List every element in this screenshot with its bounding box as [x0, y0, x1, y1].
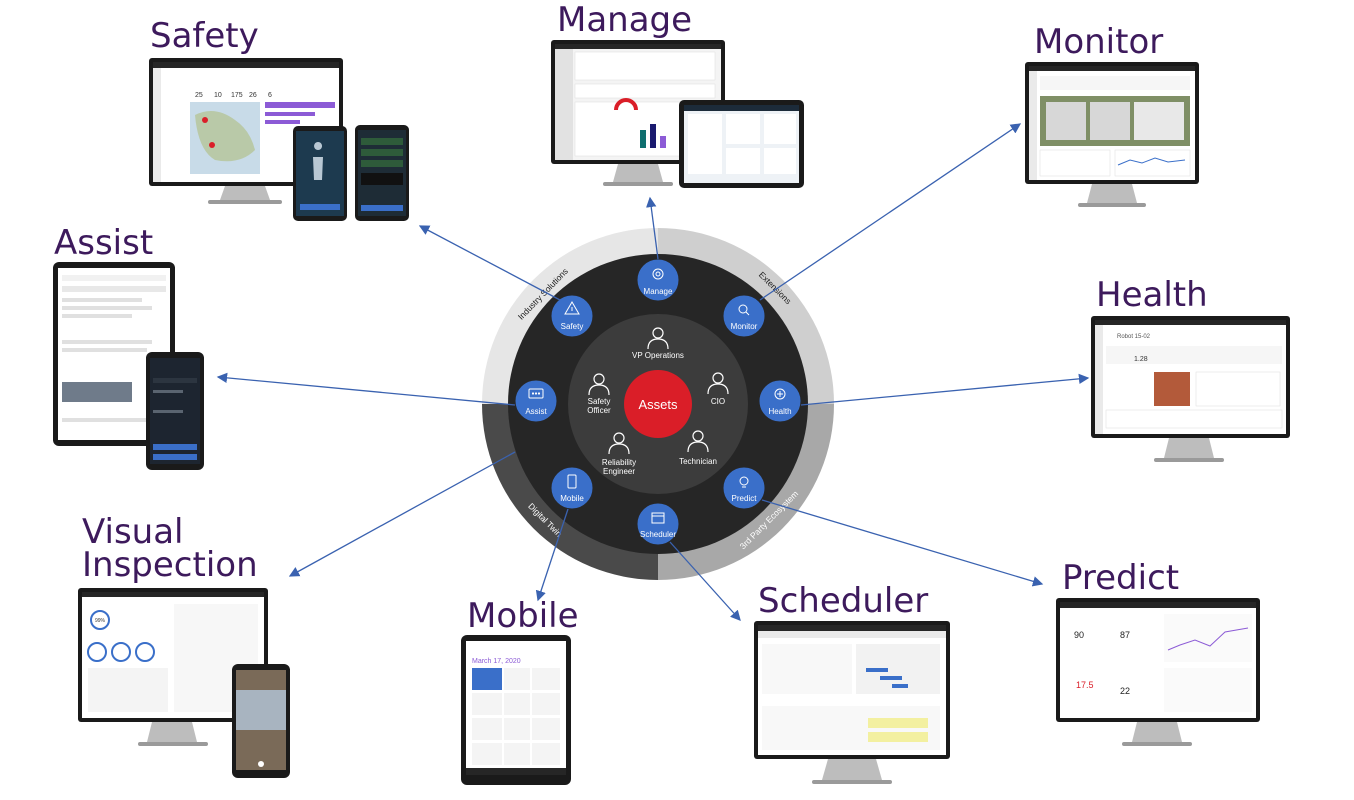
safety-devices: 25 10 175 26 6: [149, 58, 409, 221]
node-label-monitor: Monitor: [731, 322, 758, 331]
tablet-device: March 17, 2020: [461, 635, 571, 785]
person-icon: [707, 372, 729, 395]
arrow-to-monitor: [759, 123, 1022, 301]
monitor-devices: [1025, 62, 1199, 207]
role-label-technician: Technician: [679, 457, 717, 466]
shutter-icon: [258, 761, 264, 767]
role-cio: CIO: [707, 372, 729, 406]
title-mobile: Mobile: [467, 596, 579, 636]
person-icon: [608, 432, 630, 455]
vi-percent: 99%: [95, 618, 106, 624]
node-monitor[interactable]: Monitor: [722, 294, 766, 338]
assets-center[interactable]: [624, 370, 692, 438]
safety-stat-4: 26: [249, 92, 257, 99]
phone-device: [232, 664, 290, 778]
predict-metric-1: 90: [1074, 630, 1084, 640]
title-health: Health: [1096, 275, 1208, 315]
role-reliability-engineer: Reliability Engineer: [602, 432, 636, 476]
role-label-reliability-2: Engineer: [603, 467, 635, 476]
role-safety-officer: Safety Officer: [587, 373, 611, 415]
health-devices: Robot 15-02 1.28: [1091, 316, 1290, 462]
mobile-date: March 17, 2020: [472, 658, 521, 665]
visual-inspection-devices: 99%: [78, 588, 290, 778]
arrow-to-visual-inspection: [288, 451, 516, 577]
title-visual-1: Visual: [82, 512, 184, 552]
warning-icon: [564, 301, 580, 315]
title-monitor: Monitor: [1034, 22, 1163, 62]
safety-stat-3: 175: [231, 92, 243, 99]
node-predict[interactable]: Predict: [722, 466, 766, 510]
title-manage: Manage: [557, 0, 692, 40]
arrow-to-manage: [646, 196, 659, 260]
predict-devices: 90 87 17.5 22: [1056, 598, 1260, 746]
assist-devices: [53, 262, 204, 470]
predict-metric-4: 22: [1120, 686, 1130, 696]
node-assist[interactable]: Assist: [514, 379, 558, 423]
magnifier-icon: [738, 304, 750, 316]
node-label-health: Health: [768, 407, 791, 416]
monitor-device: [754, 621, 950, 784]
role-vp-operations: VP Operations: [632, 327, 684, 360]
wheel: Assets Industry Solutions Extensions 3rd…: [482, 228, 834, 580]
role-label-vp: VP Operations: [632, 351, 684, 360]
monitor-device: [1025, 62, 1199, 207]
phone-device: [355, 125, 409, 221]
phone-device: [146, 352, 204, 470]
role-technician: Technician: [679, 430, 717, 466]
monitor-device: 90 87 17.5 22: [1056, 598, 1260, 746]
calendar-icon: [651, 512, 665, 524]
connector-arrows: [216, 123, 1090, 621]
phone-device: [293, 126, 347, 221]
person-icon: [588, 373, 610, 396]
title-visual-2: Inspection: [82, 545, 258, 585]
node-label-assist: Assist: [525, 407, 547, 416]
node-manage[interactable]: Manage: [636, 258, 680, 302]
person-icon: [647, 327, 669, 350]
health-icon: [774, 388, 786, 400]
arrow-to-health: [800, 373, 1090, 406]
health-score: 1.28: [1134, 356, 1148, 363]
node-label-manage: Manage: [644, 287, 673, 296]
manage-devices: [551, 40, 804, 188]
lightbulb-icon: [739, 476, 749, 488]
node-label-predict: Predict: [732, 494, 758, 503]
health-asset-name: Robot 15-02: [1117, 334, 1151, 340]
node-safety[interactable]: Safety: [550, 294, 594, 338]
node-health[interactable]: Health: [758, 379, 802, 423]
arrow-to-mobile: [535, 508, 569, 602]
chat-icon: [528, 388, 544, 399]
role-label-safety-2: Officer: [587, 406, 611, 415]
safety-stat-2: 10: [214, 92, 222, 99]
title-predict: Predict: [1062, 558, 1179, 598]
role-label-safety-1: Safety: [588, 397, 611, 406]
predict-metric-3: 17.5: [1076, 680, 1094, 690]
predict-metric-2: 87: [1120, 630, 1130, 640]
node-mobile[interactable]: Mobile: [550, 466, 594, 510]
node-label-scheduler: Scheduler: [640, 530, 676, 539]
scheduler-devices: [754, 621, 950, 784]
safety-stat-1: 25: [195, 92, 203, 99]
tablet-device: [679, 100, 804, 188]
monitor-device: Robot 15-02 1.28: [1091, 316, 1290, 462]
gear-icon: [652, 268, 664, 280]
arrow-to-scheduler: [669, 541, 741, 621]
title-scheduler: Scheduler: [758, 581, 928, 621]
node-label-mobile: Mobile: [560, 494, 584, 503]
node-scheduler[interactable]: Scheduler: [636, 502, 680, 546]
assets-label: Assets: [638, 397, 678, 412]
tablet-device: [53, 262, 175, 446]
role-label-cio: CIO: [711, 397, 725, 406]
safety-stat-5: 6: [268, 92, 272, 99]
person-icon: [687, 430, 709, 453]
arrow-to-predict: [761, 499, 1044, 587]
role-label-reliability-1: Reliability: [602, 458, 636, 467]
title-safety: Safety: [150, 16, 259, 56]
node-label-safety: Safety: [561, 322, 584, 331]
title-assist: Assist: [54, 223, 153, 263]
arrow-to-safety: [418, 225, 561, 301]
arrow-to-assist: [216, 372, 516, 406]
phone-icon: [567, 474, 577, 489]
mobile-devices: March 17, 2020: [461, 635, 571, 785]
